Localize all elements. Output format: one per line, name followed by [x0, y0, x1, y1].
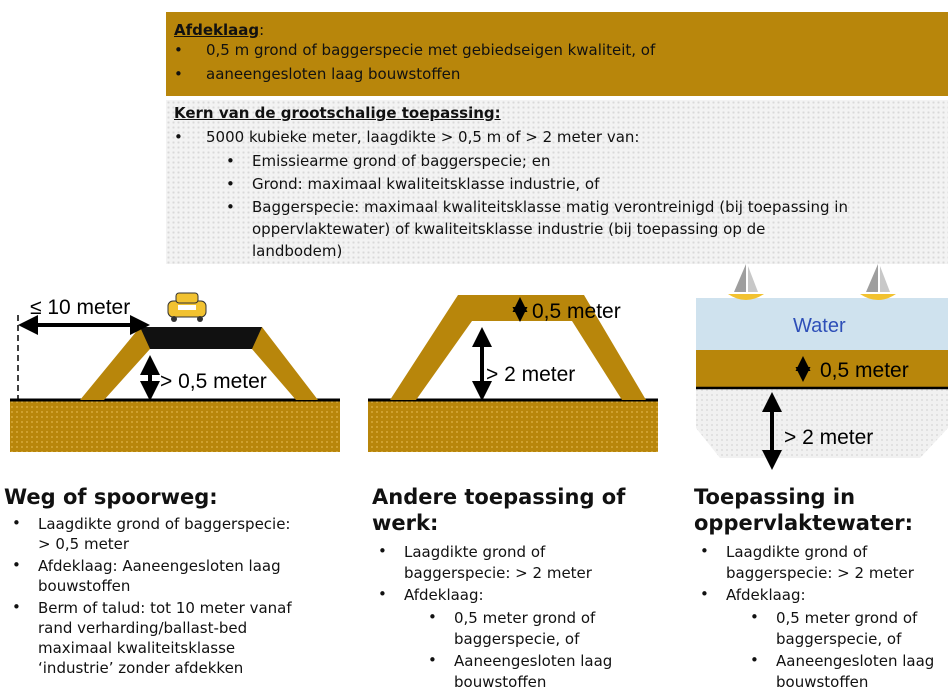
water-column: Toepassing in oppervlaktewater: • Laagdi… [694, 484, 948, 696]
list-item: bouwstoffen [454, 673, 547, 691]
distance-label: ≤ 10 meter [30, 296, 130, 319]
water-diagram: Water 0,5 meter > 2 meter [696, 264, 948, 470]
embankment [390, 295, 646, 400]
bullet-dot: • [700, 542, 709, 560]
afdeklaag-colon: : [259, 21, 265, 39]
bullet-dot: • [750, 608, 759, 626]
water-label: Water [793, 315, 846, 337]
bullet-dot: • [12, 514, 21, 532]
kern-title: Kern van de grootschalige toepassing: [174, 104, 501, 122]
cover-thickness-label: 0,5 meter [532, 300, 621, 323]
kern-section: Kern van de grootschalige toepassing: • … [166, 100, 948, 264]
road-column: Weg of spoorweg: • Laagdikte grond of ba… [4, 484, 344, 696]
list-item: maximaal kwaliteitsklasse [38, 639, 236, 657]
soil-ground [10, 400, 340, 452]
info-box: Afdeklaag: • 0,5 m grond of baggerspecie… [166, 12, 948, 264]
list-item: rand verharding/ballast-bed [38, 619, 248, 637]
road-surface [140, 327, 262, 349]
sailboat-icon [728, 264, 764, 300]
bullet-dot: • [428, 608, 437, 626]
road-column-title: Weg of spoorweg: [4, 485, 218, 509]
height-label: > 2 meter [486, 363, 575, 386]
list-item: Aaneengesloten laag [454, 652, 613, 670]
embankment [80, 327, 318, 400]
bullet-dot: • [174, 65, 183, 83]
bullet-dot: • [378, 542, 387, 560]
title-line: Toepassing in [694, 485, 856, 509]
title-line: oppervlaktewater: [694, 511, 914, 535]
water-body [696, 298, 948, 350]
bullet-dot: • [226, 175, 235, 193]
list-item: Laagdikte grond of [404, 543, 546, 561]
list-item: Laagdikte grond of [726, 543, 868, 561]
list-item: baggerspecie: > 2 meter [726, 564, 914, 582]
water-column-title: Toepassing in oppervlaktewater: [694, 484, 948, 536]
list-item: Afdeklaag: [726, 586, 806, 604]
bullet-dot: • [378, 585, 387, 603]
kern-subitem: Baggerspecie: maximaal kwaliteitsklasse … [252, 198, 848, 216]
bullet-dot: • [428, 651, 437, 669]
kern-subitem: oppervlaktewater) of kwaliteitsklasse in… [252, 220, 766, 238]
kern-subitem: Emissiearme grond of baggerspecie; en [252, 152, 551, 170]
kern-item: 5000 kubieke meter, laagdikte > 0,5 m of… [206, 128, 640, 146]
thickness-label: > 0,5 meter [160, 370, 267, 393]
bullet-dot: • [226, 152, 235, 170]
other-diagram: 0,5 meter > 2 meter [368, 295, 658, 452]
list-item: 0,5 meter grond of [776, 609, 918, 627]
afdeklaag-heading: Afdeklaag: [174, 20, 264, 39]
other-column: Andere toepassing of werk: • Laagdikte g… [372, 484, 672, 696]
other-column-title: Andere toepassing of werk: [372, 484, 672, 536]
list-item: Laagdikte grond of baggerspecie: [38, 515, 291, 533]
sailboat-icon [860, 264, 896, 300]
title-line: werk: [372, 511, 439, 535]
kern-subitem: landbodem) [252, 242, 343, 260]
cover-layer [696, 350, 948, 388]
title-line: Andere toepassing of [372, 485, 626, 509]
afdeklaag-section: Afdeklaag: • 0,5 m grond of baggerspecie… [166, 12, 948, 96]
list-item: Aaneengesloten laag [776, 652, 935, 670]
list-item: Berm of talud: tot 10 meter vanaf [38, 599, 292, 617]
list-item: bouwstoffen [38, 577, 131, 595]
bullet-dot: • [12, 556, 21, 574]
bullet-dot: • [12, 598, 21, 616]
list-item: 0,5 meter grond of [454, 609, 596, 627]
list-item: ‘industrie’ zonder afdekken [38, 659, 244, 677]
kern-subitem: Grond: maximaal kwaliteitsklasse industr… [252, 175, 600, 193]
subsoil [696, 388, 948, 458]
list-item: baggerspecie, of [454, 630, 580, 648]
bullet-dot: • [750, 651, 759, 669]
afdeklaag-item: 0,5 m grond of baggerspecie met gebiedse… [206, 41, 656, 59]
list-item: Afdeklaag: Aaneengesloten laag [38, 557, 281, 575]
list-item: baggerspecie, of [776, 630, 902, 648]
list-item: bouwstoffen [776, 673, 869, 691]
road-diagram: ≤ 10 meter > 0,5 meter [10, 292, 340, 452]
bullet-dot: • [226, 198, 235, 216]
depth-label: > 2 meter [784, 426, 873, 449]
soil-ground [368, 400, 658, 452]
bullet-dot: • [174, 41, 183, 59]
afdeklaag-item: aaneengesloten laag bouwstoffen [206, 65, 461, 83]
bullet-dot: • [174, 128, 183, 146]
afdeklaag-title: Afdeklaag [174, 21, 260, 39]
list-item: Afdeklaag: [404, 586, 484, 604]
list-item: > 0,5 meter [38, 535, 130, 553]
list-item: baggerspecie: > 2 meter [404, 564, 592, 582]
bullet-dot: • [700, 585, 709, 603]
car-icon [167, 292, 207, 322]
cover-thickness-label: 0,5 meter [820, 359, 909, 382]
